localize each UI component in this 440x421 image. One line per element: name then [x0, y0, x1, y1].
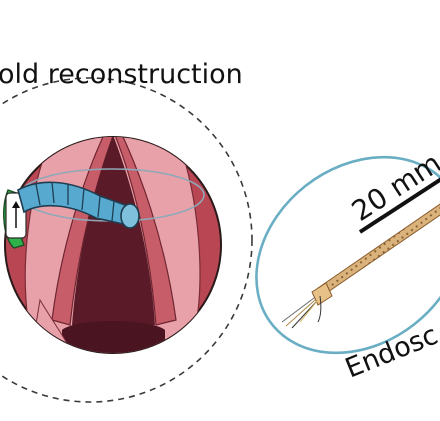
blue-stent [17, 181, 140, 229]
scale-bar-line [358, 177, 440, 234]
vocal-fold-illustration [3, 136, 222, 354]
fiber-3 [291, 301, 317, 329]
posterior-airway [62, 321, 165, 353]
left-title-label: old reconstruction [0, 59, 243, 90]
airway-opening [72, 137, 155, 325]
endoscope-outline-ellipse [255, 155, 440, 355]
fiber-1 [281, 297, 315, 323]
implant-arrow-icon [12, 201, 20, 208]
fiber-4 [299, 299, 319, 323]
endoscope-device [281, 203, 440, 329]
dashed-region-circle [0, 77, 253, 403]
fiber-2 [285, 299, 316, 327]
endoscope-label: Endosc [341, 320, 440, 385]
endoscope-tip [311, 282, 333, 306]
fiber-wire-curve [317, 295, 322, 323]
